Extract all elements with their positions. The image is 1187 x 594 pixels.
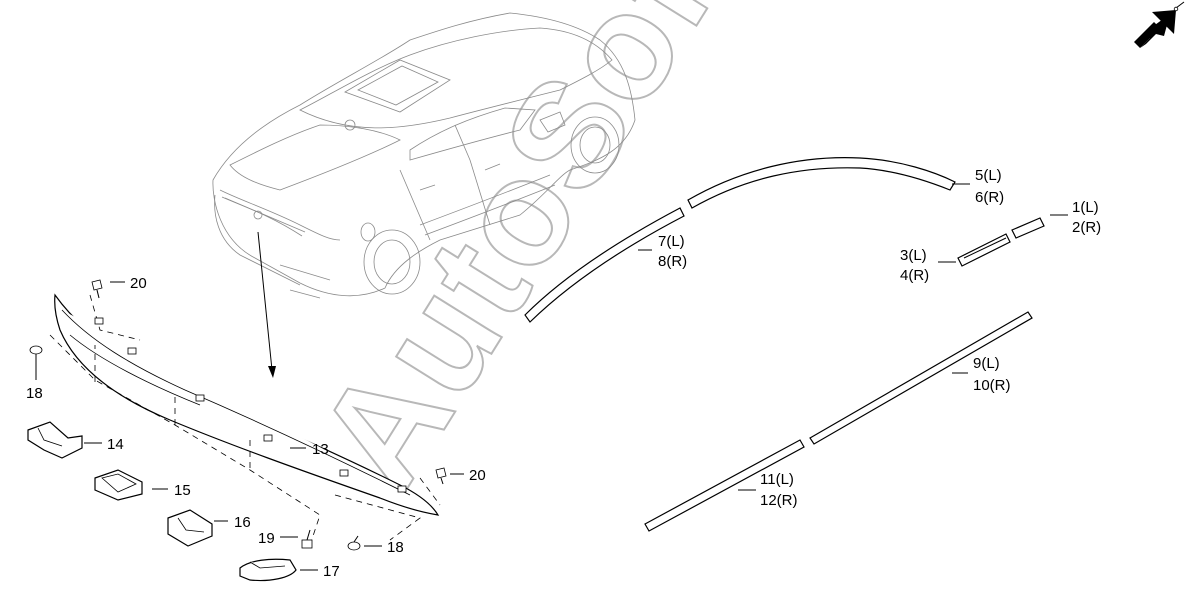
- callout-11: 11(L): [760, 471, 794, 488]
- callout-7: 7(L): [658, 233, 685, 250]
- callout-2: 2(R): [1072, 219, 1101, 236]
- screw-part-18-left: [29, 345, 43, 360]
- clip-part-20-bottom: [435, 467, 447, 485]
- screw-part-18-right: [347, 535, 361, 551]
- roof-strip-part-7-8: [524, 207, 685, 323]
- callout-1: 1(L): [1072, 199, 1099, 216]
- leader-lines: [35, 183, 1068, 571]
- garnish-clips: [94, 317, 407, 493]
- direction-arrow-icon: [1134, 1, 1185, 48]
- callout-6: 6(R): [975, 189, 1004, 206]
- bracket-part-15: [94, 469, 143, 501]
- roof-strip-part-5-6: [687, 157, 956, 209]
- screw-part-19: [301, 529, 313, 549]
- callout-4: 4(R): [900, 267, 929, 284]
- callout-17: 17: [323, 563, 340, 580]
- car-illustration: [212, 12, 636, 299]
- callout-16: 16: [234, 514, 251, 531]
- callout-12: 12(R): [760, 492, 798, 509]
- side-strip-part-11-12: [644, 439, 805, 532]
- clip-part-20-top: [91, 279, 103, 299]
- watermark-text: AutoSoft: [285, 0, 771, 517]
- callout-18-right: 18: [387, 539, 404, 556]
- bracket-part-14: [27, 421, 83, 459]
- callout-9: 9(L): [973, 355, 1000, 372]
- strip-part-3-4: [957, 233, 1011, 267]
- bracket-part-16: [167, 509, 213, 547]
- strip-part-1-2: [1011, 217, 1045, 239]
- callout-3: 3(L): [900, 247, 927, 264]
- callout-18-left: 18: [26, 385, 43, 402]
- side-strip-part-9-10: [809, 311, 1033, 445]
- callout-20-bottom: 20: [469, 467, 486, 484]
- callout-20-top: 20: [130, 275, 147, 292]
- callout-19: 19: [258, 530, 275, 547]
- callout-13: 13: [312, 441, 329, 458]
- callout-15: 15: [174, 482, 191, 499]
- callout-8: 8(R): [658, 253, 687, 270]
- callout-5: 5(L): [975, 167, 1002, 184]
- pointer-line: [257, 231, 273, 371]
- callout-10: 10(R): [973, 377, 1011, 394]
- bracket-part-17: [239, 558, 297, 582]
- callout-14: 14: [107, 436, 124, 453]
- garnish-strip: [54, 293, 440, 516]
